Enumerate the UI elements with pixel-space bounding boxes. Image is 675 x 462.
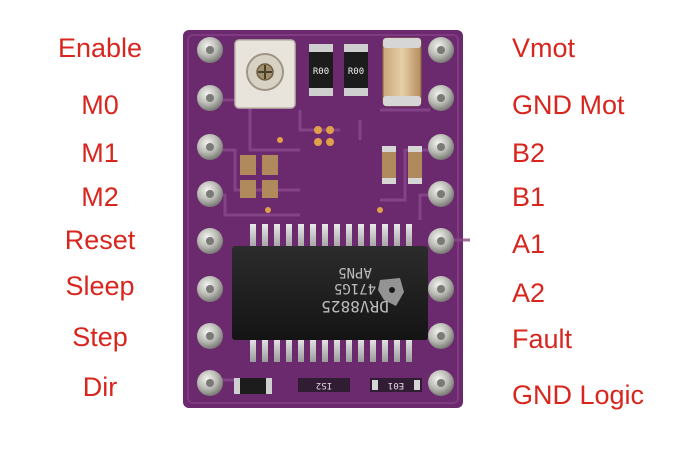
potentiometer	[234, 39, 296, 109]
pin-label-a1: A1	[512, 229, 546, 259]
pin-label-fault: Fault	[512, 324, 573, 354]
pin-label-a2: A2	[512, 278, 546, 308]
pin-label-m0: M0	[81, 90, 119, 120]
pin-label-dir: Dir	[82, 372, 118, 402]
resistor-2	[344, 44, 368, 96]
pin-label-sleep: Sleep	[65, 271, 135, 301]
right-header-pins	[428, 37, 454, 396]
ti-logo	[378, 278, 404, 306]
pin-label-reset: Reset	[64, 225, 136, 255]
chip-marking-part: DRV8825	[321, 297, 388, 316]
left-header-pins	[197, 37, 223, 396]
chip-leads-top	[250, 224, 412, 250]
pin-label-gnd-mot: GND Mot	[512, 90, 625, 120]
pin-label-b2: B2	[512, 138, 546, 168]
capacitor-large	[382, 37, 422, 107]
chip-marking-lot: 471G5	[334, 280, 376, 296]
vias	[265, 126, 383, 213]
resistor-1-label: R00	[313, 67, 329, 77]
drv8825-chip	[232, 246, 428, 340]
resistor-2-label: R00	[348, 67, 364, 77]
chip-leads-bottom	[250, 338, 412, 362]
resistor-1	[309, 44, 333, 96]
pin-label-vmot: Vmot	[512, 33, 576, 63]
chip-marking-code: APN5	[338, 264, 372, 280]
pin-label-step: Step	[72, 322, 128, 352]
chip-markings: DRV8825 471G5 APN5	[321, 264, 388, 316]
pin-label-m1: M1	[81, 138, 119, 168]
bottom-label-e01: E01	[388, 380, 404, 390]
pin-label-b1: B1	[512, 182, 546, 212]
pin-label-enable: Enable	[57, 33, 143, 63]
pin-label-gnd-logic: GND Logic	[512, 380, 645, 410]
bottom-components	[234, 378, 422, 394]
pin-label-m2: M2	[81, 182, 119, 212]
bottom-label-is2: IS2	[316, 380, 332, 390]
small-capacitors	[240, 146, 422, 198]
